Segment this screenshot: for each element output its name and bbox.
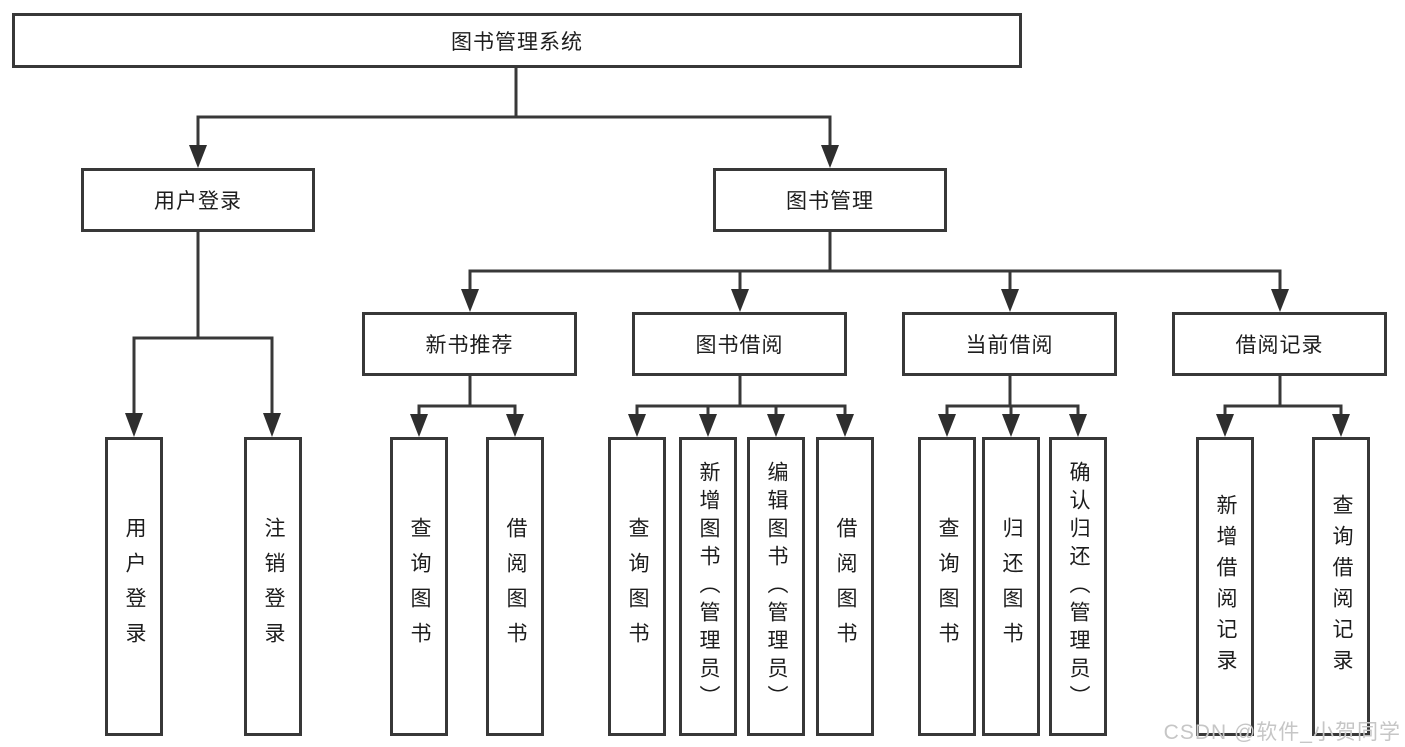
leaf-label: 用户登录	[123, 516, 146, 657]
leaf-edit-book-admin: 编辑图书（管理员）	[747, 437, 805, 736]
leaf-label: 查询图书	[936, 516, 959, 657]
leaf-logout: 注销登录	[244, 437, 302, 736]
node-new-book-recommend: 新书推荐	[362, 312, 577, 376]
leaf-query-book-recommend: 查询图书	[390, 437, 448, 736]
node-library-management-system: 图书管理系统	[12, 13, 1022, 68]
leaf-label: 查询借阅记录	[1330, 493, 1353, 680]
leaf-label: 借阅图书	[504, 516, 527, 657]
leaf-label: 查询图书	[408, 516, 431, 657]
leaf-label: 新增借阅记录	[1214, 493, 1237, 680]
leaf-label: 注销登录	[262, 516, 285, 657]
node-label: 用户登录	[154, 190, 242, 213]
leaf-label: 查询图书	[626, 516, 649, 657]
leaf-label: 确认归还（管理员）	[1067, 460, 1090, 713]
node-label: 图书借阅	[695, 334, 784, 357]
node-book-borrow: 图书借阅	[632, 312, 847, 376]
leaf-user-login: 用户登录	[105, 437, 163, 736]
node-label: 图书管理系统	[451, 30, 583, 54]
leaf-label: 归还图书	[1000, 516, 1023, 657]
leaf-return-book: 归还图书	[982, 437, 1040, 736]
node-current-borrow: 当前借阅	[902, 312, 1117, 376]
csdn-watermark: CSDN @软件_小贺同学	[1163, 721, 1401, 744]
node-book-management: 图书管理	[713, 168, 947, 232]
node-label: 新书推荐	[425, 334, 514, 357]
node-borrow-record: 借阅记录	[1172, 312, 1387, 376]
leaf-label: 编辑图书（管理员）	[765, 460, 788, 713]
leaf-add-borrow-record: 新增借阅记录	[1196, 437, 1254, 736]
leaf-label: 新增图书（管理员）	[697, 460, 720, 713]
leaf-query-borrow-record: 查询借阅记录	[1312, 437, 1370, 736]
leaf-borrow-book-recommend: 借阅图书	[486, 437, 544, 736]
node-user-login: 用户登录	[81, 168, 315, 232]
node-label: 图书管理	[786, 190, 874, 213]
leaf-query-book-current: 查询图书	[918, 437, 976, 736]
leaf-add-book-admin: 新增图书（管理员）	[679, 437, 737, 736]
arrowheads	[125, 145, 1350, 437]
node-label: 当前借阅	[965, 334, 1054, 357]
leaf-confirm-return-admin: 确认归还（管理员）	[1049, 437, 1107, 736]
leaf-borrow-book: 借阅图书	[816, 437, 874, 736]
node-label: 借阅记录	[1235, 334, 1324, 357]
leaf-label: 借阅图书	[834, 516, 857, 657]
leaf-query-book-borrow: 查询图书	[608, 437, 666, 736]
